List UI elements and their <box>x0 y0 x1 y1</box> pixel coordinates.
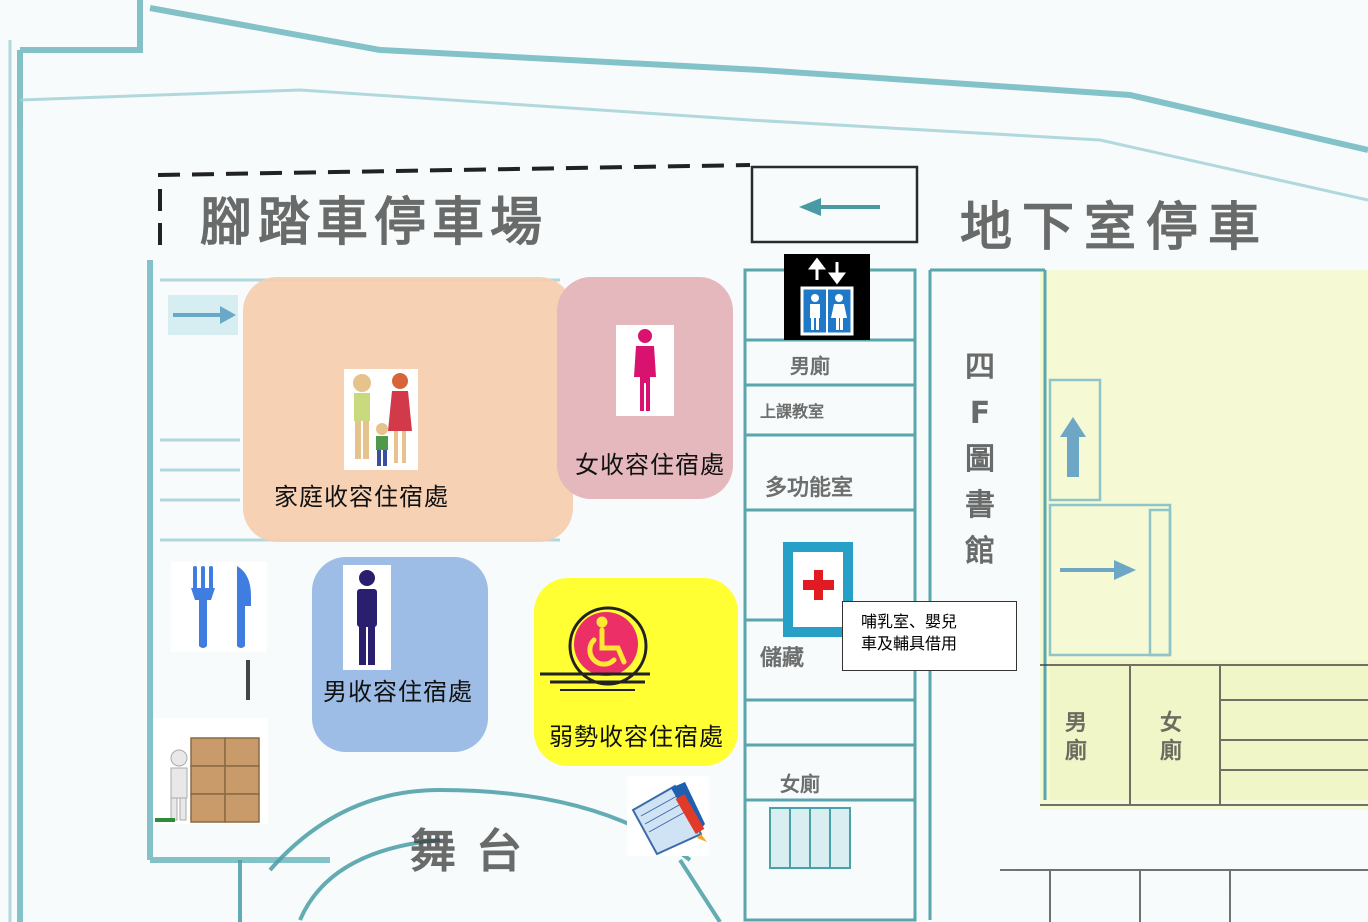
male-shelter-zone[interactable] <box>312 557 488 752</box>
arrow-left-icon <box>799 198 880 216</box>
nursing-room-callout: 哺乳室、嬰兒 車及輔具借用 <box>842 601 1017 671</box>
male-shelter-label: 男收容住宿處 <box>323 678 473 706</box>
room-right-female: 女廁 <box>1160 711 1183 764</box>
room-restroom2: 女廁 <box>780 772 820 796</box>
bicycle-parking-label: 腳踏車停車場 <box>200 193 549 253</box>
library-char: 書 <box>965 488 995 523</box>
first-aid-icon <box>783 542 853 637</box>
arrow-up-icon <box>1060 417 1086 477</box>
library-char: F <box>969 396 991 431</box>
callout-line-1: 哺乳室、嬰兒 <box>861 612 958 631</box>
family-shelter-label: 家庭收容住宿處 <box>274 483 449 511</box>
supplies-boxes-icon <box>153 718 268 824</box>
library-label: 四 F 圖 書 館 <box>960 345 1000 575</box>
wheelchair-icon <box>540 606 650 691</box>
registration-notebook-icon <box>627 776 709 856</box>
room-classroom: 上課教室 <box>760 402 825 421</box>
male-person-icon <box>343 565 391 670</box>
callout-line-2: 車及輔具借用 <box>861 634 958 653</box>
female-shelter-label: 女收容住宿處 <box>575 451 725 479</box>
library-char: 圖 <box>965 442 995 477</box>
room-storage: 儲藏 <box>760 646 805 671</box>
arrow-right-icon <box>1060 560 1136 580</box>
disadvantaged-shelter-label: 弱勢收容住宿處 <box>549 723 724 751</box>
dining-icon <box>171 562 267 652</box>
arrow-left-small-icon <box>168 295 238 335</box>
room-restroom: 男廁 <box>790 354 830 378</box>
library-char: 四 <box>965 350 995 385</box>
library-char: 館 <box>965 534 995 569</box>
room-right-male: 男廁 <box>1065 711 1088 764</box>
family-icon <box>344 369 418 470</box>
basement-parking-label: 地下室停車 <box>960 198 1271 258</box>
elevator-icon <box>784 254 870 340</box>
female-person-icon <box>616 325 674 416</box>
room-multipurpose: 多功能室 <box>765 476 854 501</box>
stage-label: 舞台 <box>410 824 542 878</box>
